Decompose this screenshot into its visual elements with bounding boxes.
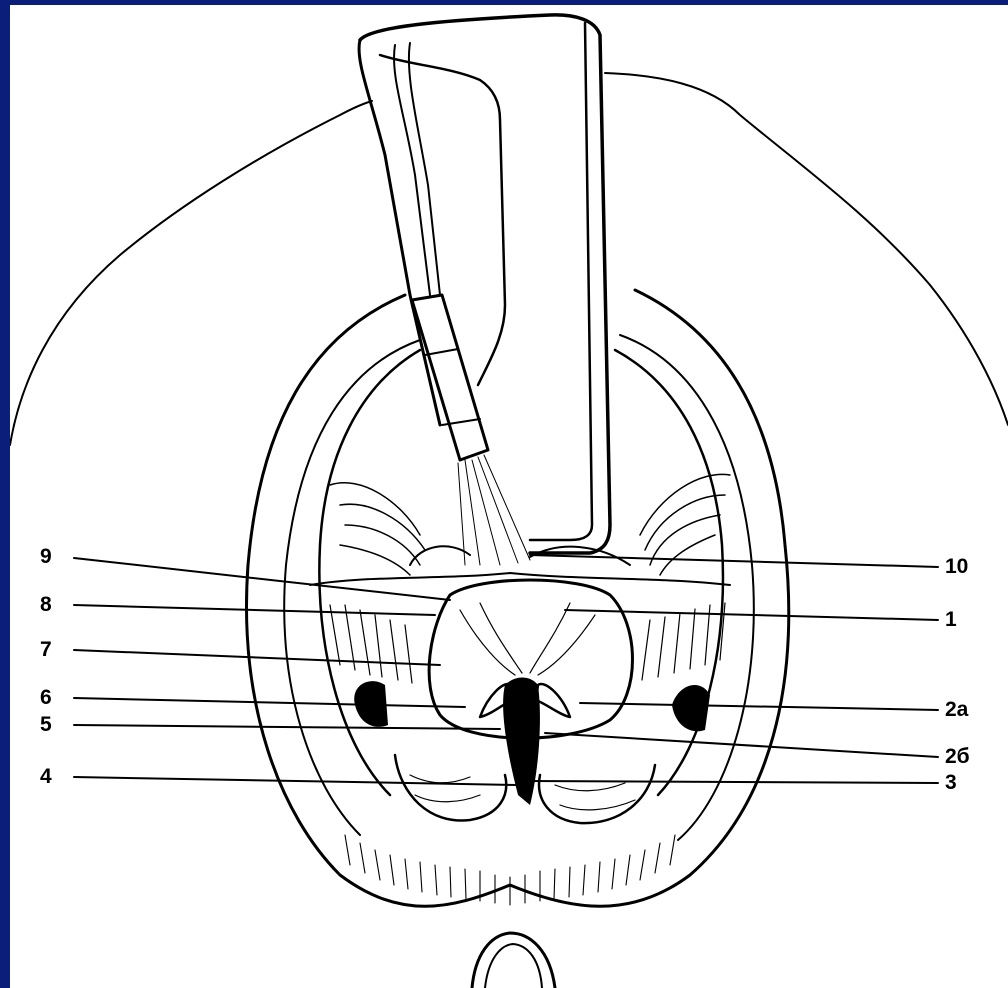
label-1: 1: [945, 608, 957, 631]
label-4: 4: [40, 765, 52, 788]
label-8: 8: [40, 593, 52, 616]
glottis: [429, 580, 632, 805]
label-2a: 2a: [945, 698, 969, 721]
label-5: 5: [40, 713, 52, 736]
label-6: 6: [40, 686, 52, 709]
head-outline: [10, 73, 1008, 445]
label-10: 10: [945, 555, 968, 578]
laryngoscope-blade: [359, 15, 610, 565]
illustration-frame: 9 8 7 6 5 4 10 1 2a 2б 3: [10, 5, 1008, 988]
leader-lines: [74, 555, 938, 785]
label-9: 9: [40, 545, 52, 568]
lower-jaw-tongue: [472, 933, 555, 988]
larynx-laryngoscopy-illustration: 9 8 7 6 5 4 10 1 2a 2б 3: [10, 5, 1008, 988]
label-3: 3: [945, 771, 957, 794]
lateral-walls: [330, 603, 725, 683]
label-2b: 2б: [945, 745, 970, 768]
lower-rim-hatching: [345, 835, 675, 905]
pharynx-outer-oval: [247, 290, 789, 906]
upper-tissue-folds: [310, 474, 730, 585]
label-7: 7: [40, 638, 52, 661]
